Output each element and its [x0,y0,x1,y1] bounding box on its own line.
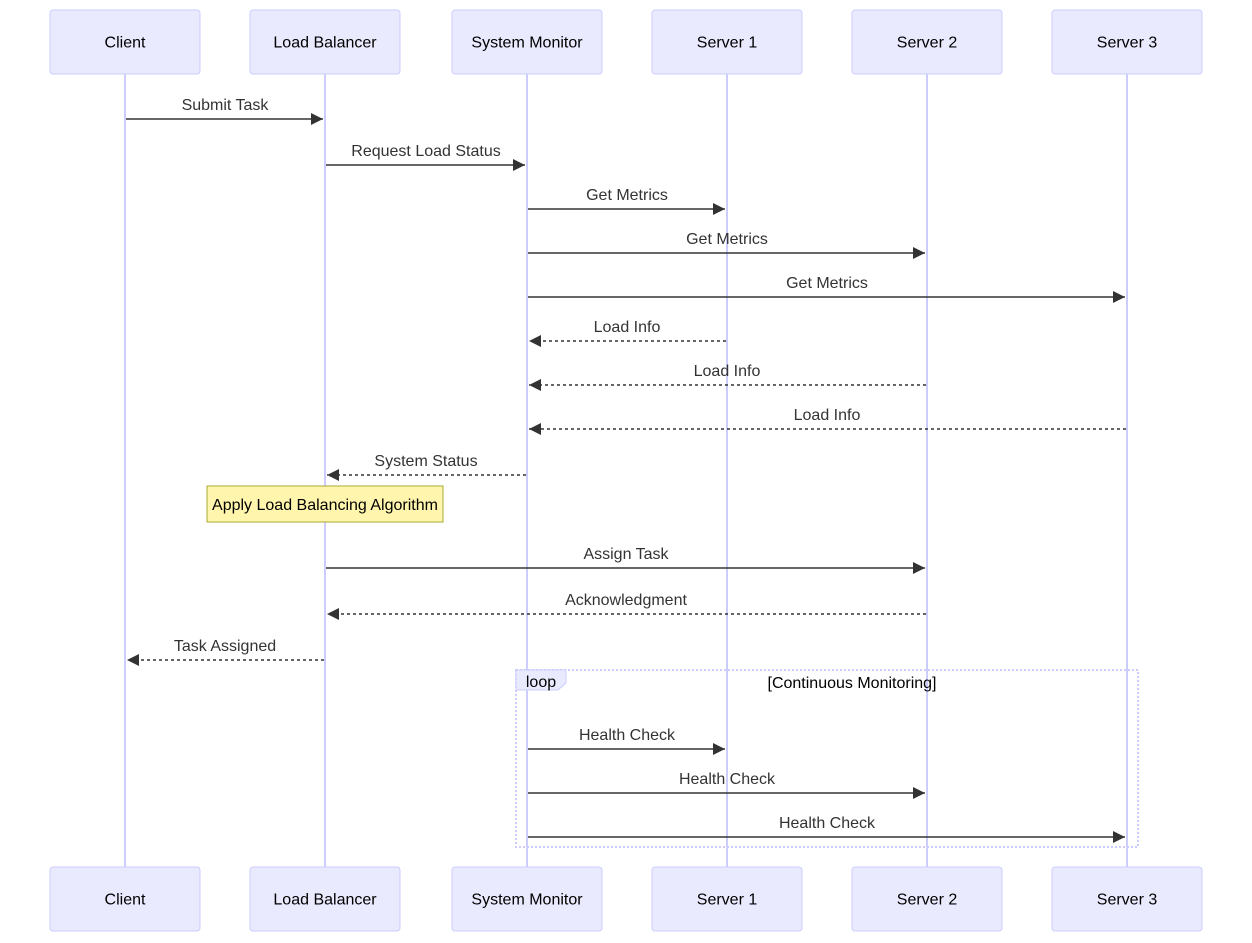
participant-box [851,866,1003,932]
participant-label: Server 1 [697,35,758,52]
participant-top-client: Client [49,9,201,75]
message-label: System Status [374,453,477,470]
message-label: Health Check [779,815,876,832]
message: System Status [327,453,526,481]
message: Load Info [529,363,926,391]
participant-box [651,9,803,75]
participant-box [249,9,401,75]
message: Submit Task [126,97,323,125]
message-label: Acknowledgment [565,592,687,609]
message-label: Health Check [679,771,776,788]
participant-top-s3: Server 3 [1051,9,1203,75]
message-label: Load Info [794,407,861,424]
message: Get Metrics [528,275,1125,303]
message-label: Health Check [579,727,676,744]
loop-condition: [Continuous Monitoring] [768,675,937,692]
participant-top-s1: Server 1 [651,9,803,75]
participant-bottom-lb: Load Balancer [249,866,401,932]
participant-label: System Monitor [471,35,583,52]
participant-top-monitor: System Monitor [451,9,603,75]
participant-label: Server 2 [897,35,958,52]
message-label: Request Load Status [351,143,500,160]
message: Load Info [529,407,1126,435]
message-label: Get Metrics [786,275,868,292]
message-label: Task Assigned [174,638,276,655]
participant-bottom-monitor: System Monitor [451,866,603,932]
message: Health Check [528,727,725,755]
message: Acknowledgment [327,592,926,620]
participant-label: Server 3 [1097,35,1158,52]
participant-box [249,866,401,932]
participant-label: Load Balancer [273,892,377,909]
message: Health Check [528,771,925,799]
note: Apply Load Balancing Algorithm [206,485,444,523]
message: Health Check [528,815,1125,843]
participant-label: Server 1 [697,892,758,909]
message-label: Get Metrics [586,187,668,204]
participant-box [49,9,201,75]
message-label: Submit Task [182,97,270,114]
message: Get Metrics [528,187,725,215]
message-label: Load Info [694,363,761,380]
loop-box [515,669,1139,848]
participant-bottom-s3: Server 3 [1051,866,1203,932]
participant-bottom-s1: Server 1 [651,866,803,932]
note-text: Apply Load Balancing Algorithm [212,497,438,514]
participant-box [49,866,201,932]
message-label: Load Info [594,319,661,336]
participant-bottom-s2: Server 2 [851,866,1003,932]
message: Assign Task [326,546,925,574]
message-label: Assign Task [583,546,669,563]
loop-frame: loop [Continuous Monitoring] [515,669,1139,848]
participant-box [1051,9,1203,75]
participant-label: Server 3 [1097,892,1158,909]
loop-keyword: loop [526,674,556,691]
message: Task Assigned [127,638,324,666]
participant-box [451,9,603,75]
participant-box [1051,866,1203,932]
participant-top-s2: Server 2 [851,9,1003,75]
participant-label: Server 2 [897,892,958,909]
participant-label: System Monitor [471,892,583,909]
participant-box [451,866,603,932]
participant-top-lb: Load Balancer [249,9,401,75]
lifelines [124,74,1128,867]
message: Get Metrics [528,231,925,259]
participant-box [651,866,803,932]
message-label: Get Metrics [686,231,768,248]
participant-label: Client [105,35,146,52]
participant-label: Client [105,892,146,909]
participant-bottom-client: Client [49,866,201,932]
participant-label: Load Balancer [273,35,377,52]
note-box [206,485,444,523]
loop-label-tab [515,669,567,691]
participant-box [851,9,1003,75]
message: Request Load Status [326,143,525,171]
message: Load Info [529,319,726,347]
